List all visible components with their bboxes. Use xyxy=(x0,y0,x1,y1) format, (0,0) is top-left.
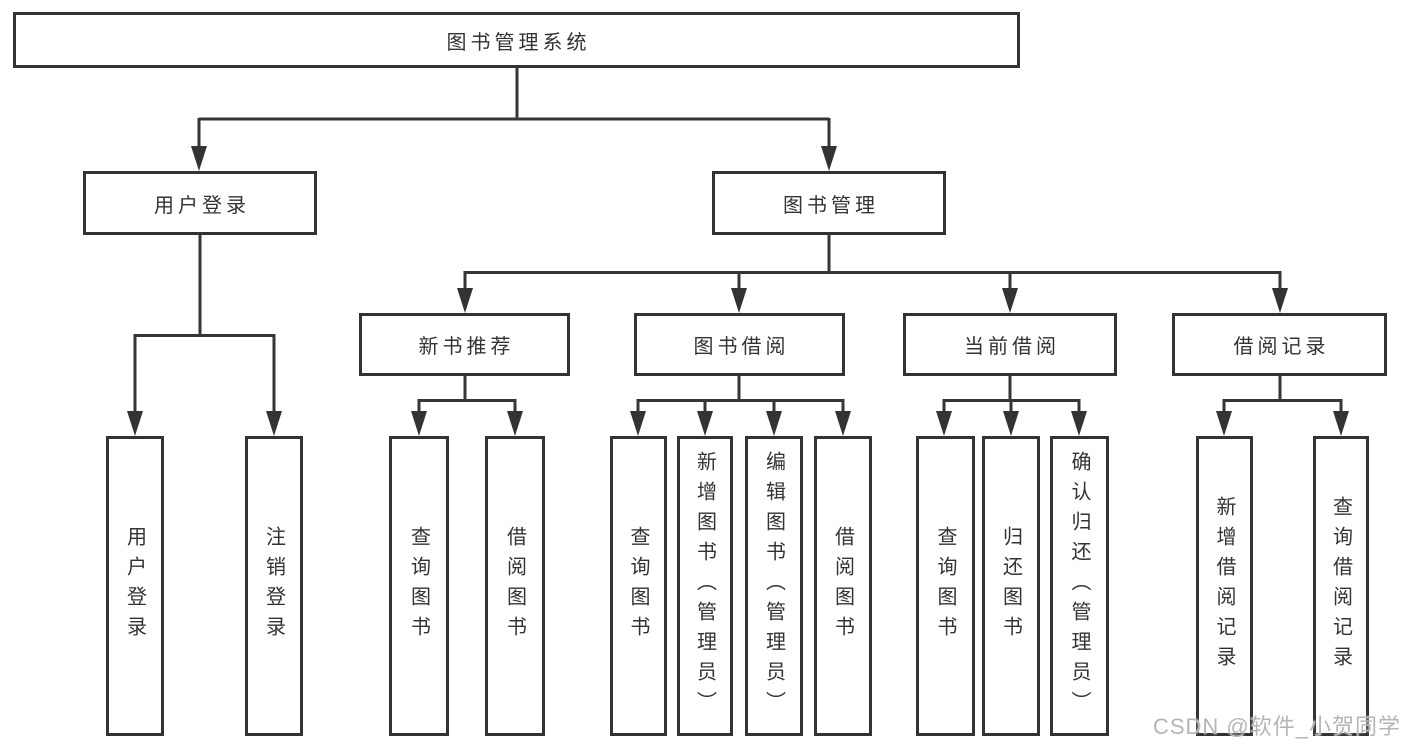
leaf-query-books-borrowing: 查询图书 xyxy=(610,436,667,736)
node-label: 查询图书 xyxy=(407,526,430,646)
leaf-user-login: 用户登录 xyxy=(106,436,164,736)
node-library-management-system: 图书管理系统 xyxy=(13,12,1020,68)
leaf-add-books-admin: 新增图书（管理员） xyxy=(677,436,733,736)
node-label: 新书推荐 xyxy=(418,336,515,358)
leaf-query-books-recommend: 查询图书 xyxy=(389,436,449,736)
leaf-borrow-books-recommend: 借阅图书 xyxy=(485,436,545,736)
node-borrowing-records: 借阅记录 xyxy=(1172,313,1387,376)
node-label: 用户登录 xyxy=(154,194,250,217)
node-label: 编辑图书（管理员） xyxy=(762,451,785,721)
node-label: 图书借阅 xyxy=(693,336,790,358)
leaf-edit-books-admin: 编辑图书（管理员） xyxy=(745,436,803,736)
node-label: 归还图书 xyxy=(999,526,1022,646)
node-new-book-recommendation: 新书推荐 xyxy=(359,313,570,376)
node-label: 图书管理系统 xyxy=(446,31,591,54)
node-label: 查询借阅记录 xyxy=(1329,496,1352,676)
node-label: 查询图书 xyxy=(627,526,649,646)
leaf-query-books-current: 查询图书 xyxy=(916,436,975,736)
leaf-query-borrow-record: 查询借阅记录 xyxy=(1313,436,1369,736)
leaf-return-books: 归还图书 xyxy=(982,436,1040,736)
leaf-add-borrow-record: 新增借阅记录 xyxy=(1196,436,1253,736)
node-label: 图书管理 xyxy=(783,194,879,217)
node-label: 用户登录 xyxy=(123,526,146,646)
node-current-borrowing: 当前借阅 xyxy=(903,313,1117,376)
node-label: 借阅图书 xyxy=(503,526,526,646)
node-label: 查询图书 xyxy=(934,526,956,646)
node-label: 当前借阅 xyxy=(964,336,1060,358)
watermark: CSDN @软件_小贺同学 xyxy=(1152,714,1401,739)
node-label: 注销登录 xyxy=(262,526,285,646)
node-book-management: 图书管理 xyxy=(712,171,946,235)
node-label: 确认归还（管理员） xyxy=(1068,451,1090,721)
leaf-confirm-return-admin: 确认归还（管理员） xyxy=(1050,436,1109,736)
node-label: 借阅图书 xyxy=(831,526,854,646)
leaf-logout: 注销登录 xyxy=(245,436,303,736)
leaf-borrow-books-borrowing: 借阅图书 xyxy=(814,436,872,736)
node-label: 借阅记录 xyxy=(1233,336,1330,358)
node-label: 新增借阅记录 xyxy=(1213,496,1235,676)
node-user-login: 用户登录 xyxy=(83,171,317,235)
node-book-borrowing: 图书借阅 xyxy=(634,313,845,376)
node-label: 新增图书（管理员） xyxy=(693,451,716,721)
